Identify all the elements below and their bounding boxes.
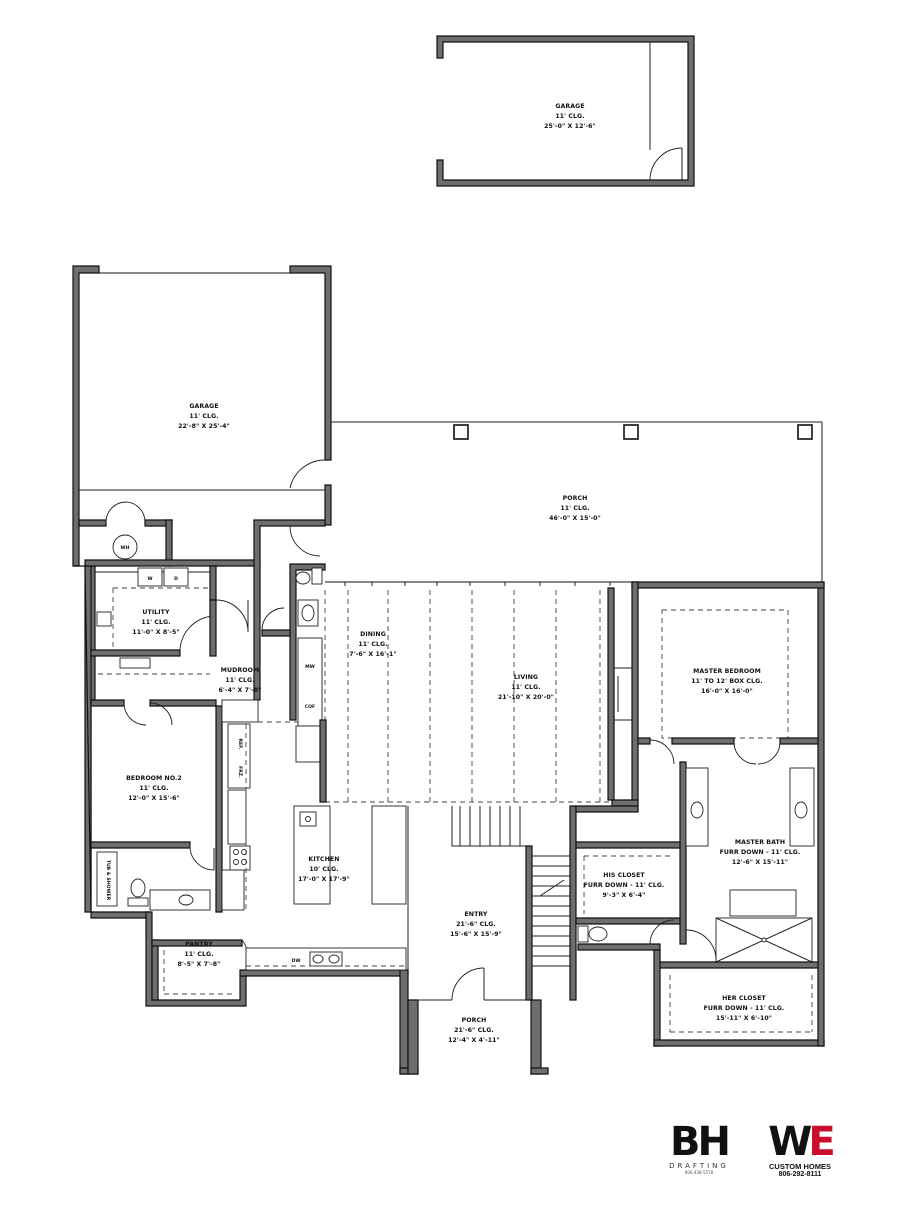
living-name: LIVING — [514, 674, 538, 681]
refrigerator-label: REF. — [237, 739, 243, 750]
master-bath-name: MASTER BATH — [735, 839, 785, 846]
dryer-label: D — [174, 576, 178, 582]
master-bath: MASTER BATH FURR DOWN - 11' CLG. 12'-6" … — [575, 761, 815, 963]
dining-size: 7'-6" X 16'-1" — [349, 651, 396, 658]
his-closet: HIS CLOSET FURR DOWN - 11' CLG. 9'-3" X … — [575, 855, 681, 945]
living-size: 21'-10" X 20'-0" — [498, 694, 554, 701]
her-closet-size: 15'-11" X 6'-10" — [716, 1015, 772, 1022]
dining-name: DINING — [360, 631, 386, 638]
washer-label: W — [147, 576, 152, 582]
interior-wall — [319, 719, 327, 803]
garage-detached-ceiling: 11' CLG. — [555, 113, 584, 120]
pantry: PANTRY 11' CLG. 8'-5" X 7'-8" — [151, 939, 249, 1001]
kitchen: REF. FRZ. DW KITCHEN 10' CLG. 17'-0" X 1… — [221, 723, 407, 971]
master-bath-size: 12'-6" X 15'-11" — [732, 859, 788, 866]
utility-size: 11'-0" X 8'-5" — [132, 629, 179, 636]
utility-room: W D UTILITY 11' CLG. 11'-0" X 8'-5" — [90, 565, 249, 675]
we-logo-w: W — [768, 1119, 812, 1165]
porch-rear-name: PORCH — [563, 495, 588, 502]
garage-ceiling: 11' CLG. — [189, 413, 218, 420]
porch-rear-size: 46'-0" X 15'-0" — [549, 515, 601, 522]
detached-garage: GARAGE 11' CLG. 25'-0" X 12'-6" — [436, 35, 695, 187]
mudroom-name: MUDROOM — [221, 667, 259, 674]
garage-size: 22'-8" X 25'-4" — [178, 423, 230, 430]
logos: BH DRAFTING 806-438-5578 WE CUSTOM HOMES… — [660, 1120, 860, 1190]
dishwasher-label: DW — [292, 958, 301, 964]
entry-size: 15'-6" X 15'-9" — [450, 931, 502, 938]
bedroom2-ceiling: 11' CLG. — [139, 785, 168, 792]
his-closet-ceiling: FURR DOWN - 11' CLG. — [584, 882, 665, 889]
pantry-name: PANTRY — [185, 941, 213, 948]
we-logo-e: E — [808, 1119, 835, 1165]
dining-ceiling: 11' CLG. — [358, 641, 387, 648]
mudroom-ceiling: 11' CLG. — [225, 677, 254, 684]
freezer-label: FRZ. — [237, 766, 243, 778]
bh-logo-mark: BH — [670, 1119, 731, 1165]
mudroom-size: 6'-4" X 7'-8" — [219, 687, 262, 694]
porch-rear-ceiling: 11' CLG. — [560, 505, 589, 512]
we-custom-homes-logo: WE CUSTOM HOMES 806-292-8111 — [760, 1120, 840, 1178]
pantry-size: 8'-5" X 7'-8" — [178, 961, 221, 968]
kitchen-size: 17'-0" X 17'-9" — [298, 876, 350, 883]
utility-name: UTILITY — [142, 609, 170, 616]
stairs-entry: ENTRY 21'-6" CLG. 15'-6" X 15'-9" — [407, 805, 577, 1001]
her-closet-ceiling: FURR DOWN - 11' CLG. — [704, 1005, 785, 1012]
his-closet-size: 9'-3" X 6'-4" — [603, 892, 646, 899]
tub-shower-label: TUB & SHOWER — [105, 860, 111, 901]
garage-detached-name: GARAGE — [555, 103, 584, 110]
master-bedroom-size: 16'-0" X 16'-0" — [701, 688, 753, 695]
coffee-label: COF — [305, 704, 315, 710]
microwave-label: MW — [305, 664, 315, 670]
we-logo-phone: 806-292-8111 — [778, 1171, 822, 1178]
bedroom2-size: 12'-0" X 15'-6" — [128, 795, 180, 802]
mudroom: MUDROOM 11' CLG. 6'-4" X 7'-8" — [90, 667, 300, 913]
porch-front-name: PORCH — [462, 1017, 487, 1024]
kitchen-name: KITCHEN — [308, 856, 339, 863]
entry-name: ENTRY — [464, 911, 487, 918]
living-ceiling: 11' CLG. — [511, 684, 540, 691]
kitchen-ceiling: 10' CLG. — [309, 866, 338, 873]
master-bedroom-name: MASTER BEDROOM — [693, 668, 761, 675]
garage-door-arc — [289, 459, 326, 489]
her-closet-name: HER CLOSET — [722, 995, 766, 1002]
bedroom2-name: BEDROOM NO.2 — [126, 775, 182, 782]
we-logo-mark: WE — [760, 1120, 840, 1164]
porch-front-size: 12'-4" X 4'-11" — [448, 1037, 500, 1044]
his-closet-name: HIS CLOSET — [603, 872, 645, 879]
master-bath-ceiling: FURR DOWN - 11' CLG. — [720, 849, 801, 856]
bedroom-2: BEDROOM NO.2 11' CLG. 12'-0" X 15'-6" TU… — [90, 775, 215, 911]
bh-logo-phone: 806-438-5578 — [684, 1170, 714, 1175]
storage-nook: WH — [78, 501, 326, 701]
rear-porch: PORCH 11' CLG. 46'-0" X 15'-0" — [331, 421, 823, 583]
hall-bath: MW COF — [261, 563, 326, 763]
garage-detached-size: 25'-0" X 12'-6" — [544, 123, 596, 130]
we-logo-name: CUSTOM HOMES — [769, 1162, 831, 1171]
bh-drafting-logo: BH DRAFTING 806-438-5578 — [664, 1120, 734, 1175]
entry-ceiling: 21'-6" CLG. — [456, 921, 496, 928]
bh-logo-name: DRAFTING — [669, 1162, 729, 1170]
master-bedroom: MASTER BEDROOM 11' TO 12' BOX CLG. 16'-0… — [637, 609, 819, 765]
dining-living: DINING 11' CLG. 7'-6" X 16'-1" LIVING 11… — [324, 581, 639, 807]
garage-name: GARAGE — [189, 403, 218, 410]
her-closet: HER CLOSET FURR DOWN - 11' CLG. 15'-11" … — [659, 961, 819, 1033]
master-bedroom-ceiling: 11' TO 12' BOX CLG. — [691, 678, 762, 685]
water-heater-label: WH — [121, 545, 130, 551]
porch-front-ceiling: 21'-6" CLG. — [454, 1027, 494, 1034]
pantry-ceiling: 11' CLG. — [184, 951, 213, 958]
utility-ceiling: 11' CLG. — [141, 619, 170, 626]
